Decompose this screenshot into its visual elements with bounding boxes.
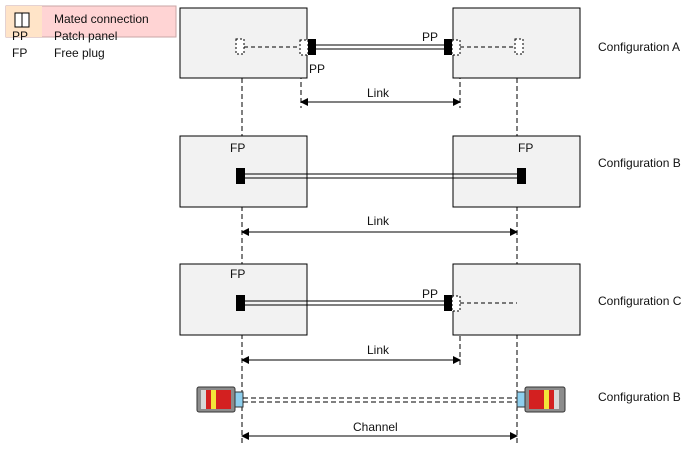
channel-label: Channel — [353, 420, 398, 434]
legend-mated-connection-label: Mated connection — [54, 12, 149, 26]
left-connector-icon — [308, 39, 316, 55]
legend-patch-panel-label: Patch panel — [54, 29, 117, 43]
right-connection-tag: PP — [422, 287, 438, 301]
left-free-plug-icon — [236, 295, 245, 311]
configuration-c: FP PP Link Configuration C — [179, 263, 682, 364]
legend-pp-symbol: PP — [12, 29, 28, 43]
right-connection-tag: FP — [518, 141, 533, 155]
legend-fp-symbol: FP — [12, 46, 27, 60]
right-connection-tag: PP — [422, 30, 438, 44]
link-label: Link — [367, 214, 390, 228]
right-outlet-icon — [514, 38, 524, 55]
right-equipment-box — [452, 135, 581, 208]
configuration-label: Configuration C — [598, 294, 682, 308]
configuration-label: Configuration B — [598, 156, 681, 170]
left-free-plug-icon — [236, 168, 245, 184]
configuration-channel: Channel Configuration B — [196, 386, 681, 440]
configuration-label: Configuration A — [598, 40, 680, 54]
link-label: Link — [367, 343, 390, 357]
right-equipment-box — [452, 263, 581, 336]
link-label: Link — [367, 86, 390, 100]
left-plug-icon — [196, 386, 244, 413]
legend: Mated connection PP Patch panel FP Free … — [5, 5, 177, 60]
vertical-guides — [241, 58, 518, 446]
configuration-label: Configuration B — [598, 390, 681, 404]
left-connection-tag: PP — [309, 62, 325, 76]
left-connection-tag: FP — [230, 267, 245, 281]
right-connector-icon — [444, 295, 452, 311]
configuration-a: PP PP Link Configuration A — [179, 7, 680, 106]
right-patch-panel-jack-icon — [451, 295, 461, 312]
right-patch-panel-jack-icon — [451, 39, 461, 56]
left-connection-tag: FP — [230, 141, 245, 155]
right-connector-icon — [444, 39, 452, 55]
configuration-b: FP FP Link Configuration B — [179, 135, 681, 236]
right-free-plug-icon — [517, 168, 526, 184]
left-outlet-icon — [235, 38, 245, 55]
legend-free-plug-label: Free plug — [54, 46, 105, 60]
mated-connection-icon — [14, 12, 30, 28]
right-plug-icon — [516, 386, 566, 413]
left-patch-panel-jack-icon — [299, 39, 309, 56]
